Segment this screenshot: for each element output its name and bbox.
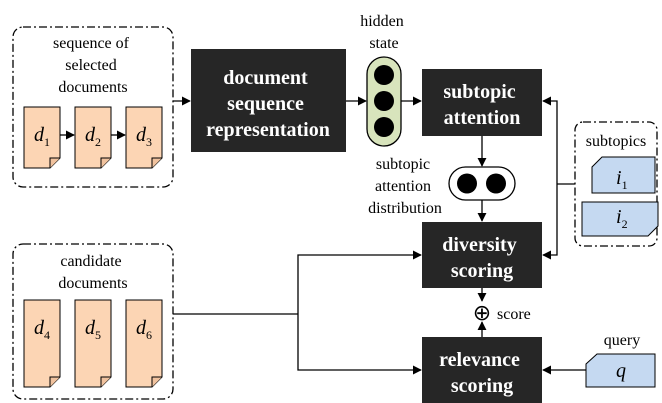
- candidate-group-label-line1: candidate: [60, 253, 121, 270]
- attention-node-1: [457, 173, 477, 194]
- attention-node-2: [486, 173, 506, 194]
- doc-seq-representation-box: [191, 49, 346, 152]
- document-d4: d4: [23, 299, 61, 388]
- query-symbol: q: [616, 360, 626, 382]
- relevance-scoring-box: [422, 337, 542, 403]
- svg-text:d1: d1: [34, 124, 50, 149]
- query-input: q: [585, 353, 656, 388]
- selected-group-label-line3: documents: [58, 79, 127, 96]
- hidden-state-label: hidden state: [360, 13, 408, 52]
- relevance-scoring-label: relevance scoring: [439, 349, 525, 397]
- query-label: query: [604, 332, 640, 349]
- attention-distribution-label: subtopic attention distribution: [368, 156, 442, 217]
- hidden-state-node-3: [374, 117, 394, 137]
- candidate-group-label-line2: documents: [58, 275, 127, 292]
- subtopic-attention-label: subtopic attention: [443, 81, 520, 129]
- subtopics-label: subtopics: [586, 133, 646, 150]
- subtopic-attention-box: [422, 69, 542, 136]
- svg-text:d3: d3: [136, 124, 152, 149]
- candidate-group-label: candidate documents: [58, 253, 127, 292]
- hidden-state-node-1: [374, 65, 394, 85]
- svg-text:d6: d6: [136, 317, 152, 342]
- svg-text:i2: i2: [616, 206, 628, 231]
- svg-text:d2: d2: [85, 124, 101, 149]
- doc-seq-representation-label: document sequence representation: [206, 67, 330, 141]
- diversity-scoring-label: diversity scoring: [442, 234, 521, 282]
- selected-documents-group: [12, 26, 174, 188]
- selected-group-label: sequence of selected documents: [53, 35, 133, 96]
- document-d5: d5: [74, 299, 112, 388]
- document-d3: d3: [125, 106, 163, 169]
- subtopic-i1: i1: [591, 156, 656, 194]
- arrow-subtopics-to-diversity: [542, 184, 558, 260]
- document-d1: d1: [23, 106, 61, 169]
- arrow-candidate-to-diversity: [297, 250, 422, 314]
- subtopic-i2: i2: [581, 201, 659, 237]
- document-d2: d2: [74, 106, 112, 169]
- candidate-documents-group: [12, 243, 174, 400]
- hidden-state-node-2: [374, 91, 394, 111]
- selected-group-label-line1: sequence of: [53, 35, 130, 52]
- diversity-scoring-box: [422, 222, 542, 288]
- score-plus-symbol: ⊕: [473, 301, 491, 326]
- arrow-candidate-to-relevance: [297, 314, 422, 375]
- svg-text:d4: d4: [34, 317, 50, 342]
- svg-text:i1: i1: [616, 167, 628, 192]
- svg-text:d5: d5: [85, 317, 101, 342]
- document-d6: d6: [125, 299, 163, 388]
- score-label: score: [497, 306, 531, 323]
- selected-group-label-line2: selected: [65, 57, 117, 74]
- arrow-subtopics-to-attention: [542, 96, 558, 184]
